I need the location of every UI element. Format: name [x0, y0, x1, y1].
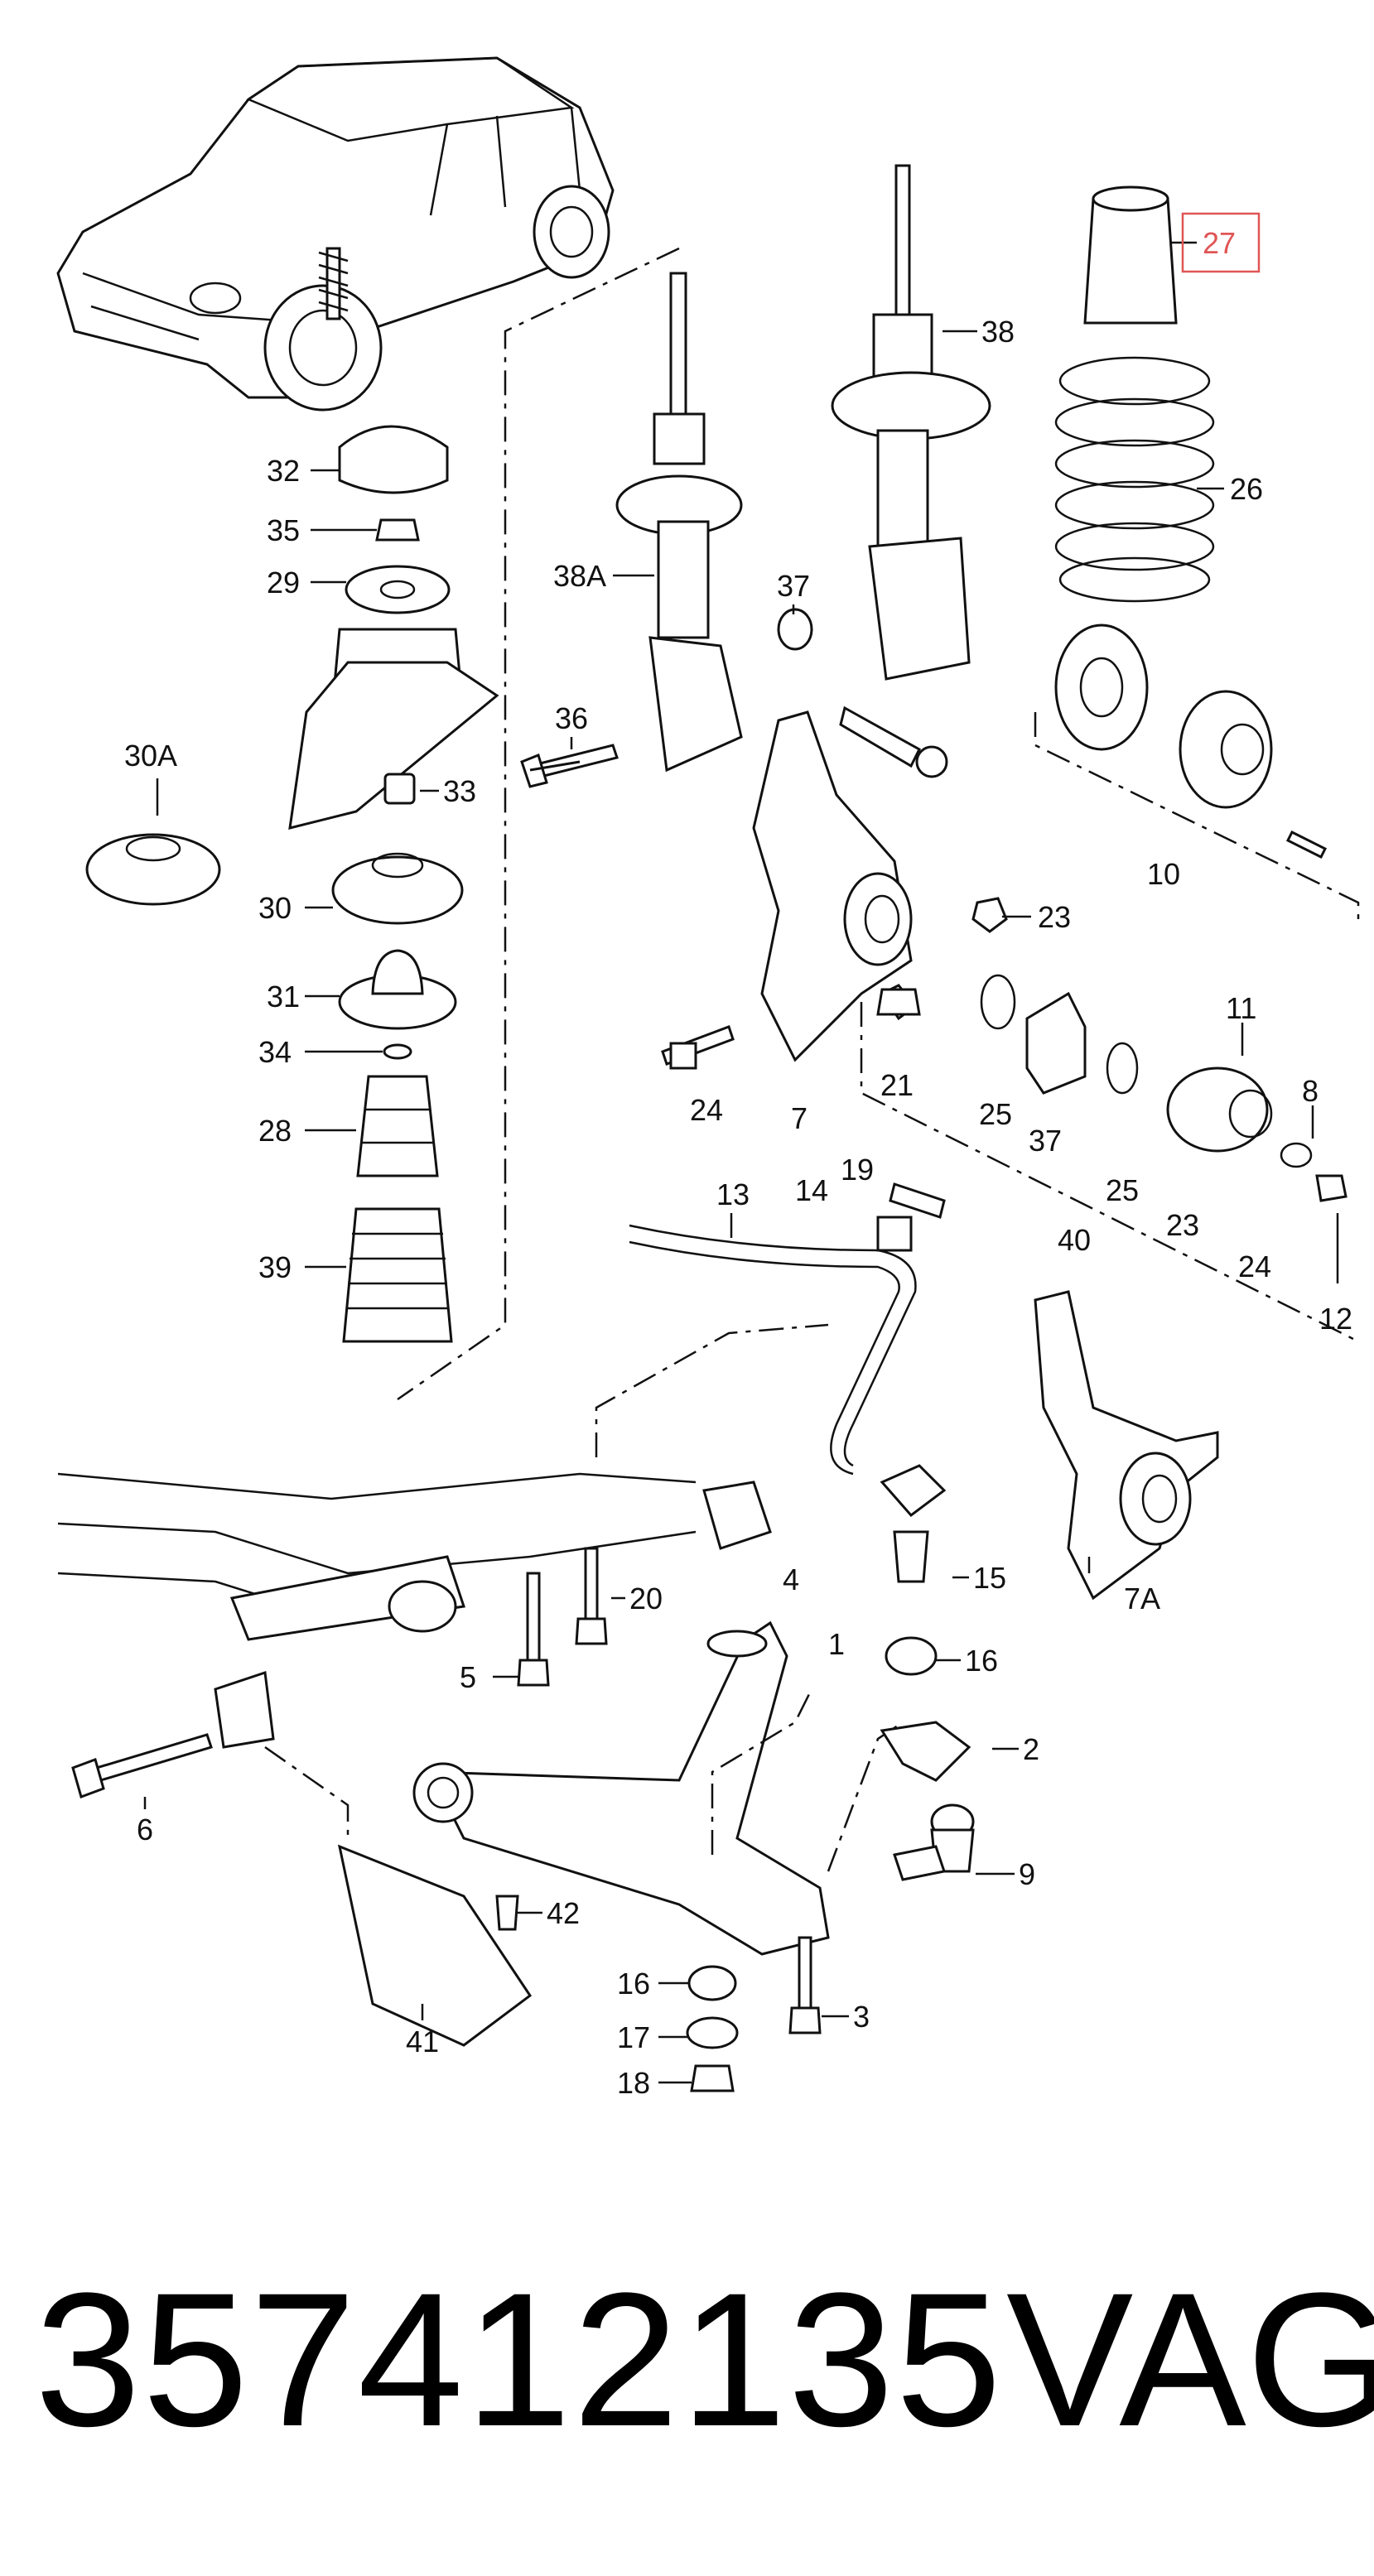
label-38: 38 [981, 315, 1015, 349]
label-16-upper: 16 [965, 1644, 998, 1678]
label-4: 4 [783, 1562, 799, 1596]
highlight-box-27 [1181, 212, 1261, 273]
subframe [57, 1323, 829, 1838]
label-18: 18 [617, 2066, 650, 2100]
callout-labels: 32 35 29 30A 33 30 31 34 28 39 38A 37 36… [124, 226, 1352, 2100]
label-6: 6 [137, 1813, 153, 1847]
label-26: 26 [1230, 472, 1263, 506]
label-11: 11 [1226, 991, 1256, 1025]
label-8: 8 [1302, 1074, 1319, 1108]
label-35: 35 [267, 513, 300, 547]
label-25-right: 25 [1106, 1173, 1139, 1207]
strut-mount-parts [85, 247, 680, 1401]
label-23-top: 23 [1038, 900, 1071, 934]
label-5: 5 [460, 1660, 476, 1694]
label-2: 2 [1023, 1732, 1039, 1766]
label-34: 34 [258, 1035, 292, 1069]
label-20: 20 [629, 1582, 663, 1615]
label-30: 30 [258, 891, 292, 925]
label-32: 32 [267, 454, 300, 488]
label-16-lower: 16 [617, 1967, 650, 2001]
car-illustration [56, 56, 615, 412]
label-37-top: 37 [777, 569, 810, 603]
label-28: 28 [258, 1114, 292, 1148]
label-24-left: 24 [690, 1093, 723, 1127]
label-14: 14 [795, 1173, 828, 1207]
hardware [71, 760, 921, 2092]
label-17: 17 [617, 2020, 650, 2054]
label-27: 27 [1203, 226, 1236, 260]
label-36: 36 [555, 701, 588, 735]
label-12: 12 [1319, 1302, 1352, 1336]
strut-38 [831, 164, 991, 681]
label-37-mid: 37 [1029, 1124, 1062, 1158]
strut-38a [520, 272, 813, 788]
label-25-left: 25 [979, 1097, 1012, 1131]
suspension-parts-diagram: 32 35 29 30A 33 30 31 34 28 39 38A 37 36… [56, 56, 1360, 2100]
bearing-parts [980, 974, 1347, 1202]
label-7a: 7A [1124, 1582, 1160, 1615]
label-40: 40 [1058, 1223, 1091, 1257]
label-38a: 38A [553, 559, 606, 593]
brand-name: VAG [1006, 2253, 1374, 2466]
part-number: 357412135 [35, 2253, 1004, 2466]
wheel-hub-10 [1034, 624, 1360, 919]
label-24-right: 24 [1238, 1249, 1271, 1283]
footer: 357412135 VAG [0, 2252, 1374, 2468]
spring-and-boot [1054, 185, 1215, 603]
label-7: 7 [791, 1101, 808, 1135]
label-33: 33 [443, 774, 476, 808]
label-42: 42 [547, 1896, 580, 1930]
label-9: 9 [1019, 1857, 1035, 1891]
leader-lines [143, 241, 1339, 2084]
label-1: 1 [828, 1627, 845, 1661]
stabilizer-bar [629, 1182, 947, 1676]
steering-knuckle-7 [661, 705, 1359, 1343]
label-15: 15 [973, 1561, 1006, 1595]
label-21: 21 [880, 1068, 914, 1102]
label-19: 19 [841, 1153, 874, 1187]
label-23-right: 23 [1166, 1208, 1199, 1242]
label-39: 39 [258, 1250, 292, 1284]
ball-joint [880, 1721, 975, 1881]
steering-knuckle-7a [1034, 1290, 1219, 1601]
label-3: 3 [853, 2000, 870, 2034]
label-31: 31 [267, 980, 300, 1014]
control-arm-1 [412, 1481, 904, 1956]
label-30a: 30A [124, 739, 177, 773]
label-29: 29 [267, 566, 300, 599]
label-10: 10 [1147, 857, 1180, 891]
label-13: 13 [716, 1177, 750, 1211]
label-41: 41 [406, 2025, 439, 2058]
